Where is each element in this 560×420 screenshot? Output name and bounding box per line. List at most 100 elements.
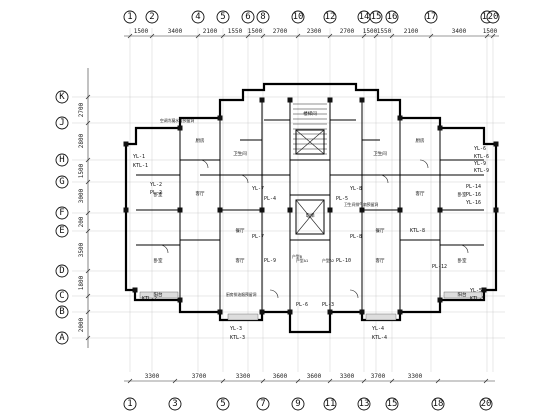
note-5: 户型B [292,254,303,259]
dim-tick [389,378,395,384]
note-4: 户型A2 [322,258,334,263]
axis-bubble-top-8: 8 [256,10,270,24]
column [397,115,403,121]
axis-bubble-bottom-11: 11 [323,397,337,411]
axis-circle [357,397,371,411]
axis-bubble-top-16: 16 [385,10,399,24]
equipment-label-YL-9: YL-9 [474,161,486,167]
axis-circle [323,10,337,24]
axis-circle [55,116,69,130]
axis-circle [168,397,182,411]
column [397,309,403,315]
column [259,207,265,213]
room-label-elevator: 电梯 [306,212,315,219]
axis-circle [55,264,69,278]
axis-bubble-top-10: 10 [291,10,305,24]
dim-tick [361,378,367,384]
top-dim-1: 3400 [168,28,183,35]
dim-tick [172,378,178,384]
axis-circle [216,397,230,411]
left-dim-3: 3000 [78,188,85,203]
equipment-label-YL-4: YL-4 [372,326,384,332]
axis-label: 7 [260,399,265,409]
axis-bubble-top-5: 5 [216,10,230,24]
elevator-cross [295,199,325,235]
column [287,207,293,213]
axis-bubble-top-4: 4 [191,10,205,24]
room-label-kitchen: 厨房 [416,137,425,144]
door-swing [459,244,469,254]
column [493,141,499,147]
axis-circle [323,397,337,411]
room-label-living: 客厅 [376,257,385,264]
room-label-dining: 餐厅 [376,227,385,234]
building-walls [123,82,499,334]
equipment-label-KTL-4: KTL-4 [372,335,387,341]
axis-label: H [59,155,64,165]
top-dim-4: 1500 [248,28,263,35]
dim-tick [260,378,266,384]
left-dim-5: 3500 [78,242,85,257]
room-label-bedroom: 卧室 [458,257,467,264]
dim-tick [85,293,91,299]
axis-circle [55,305,69,319]
equipment-label-YL-6: YL-6 [474,146,486,152]
axis-label: A [59,333,65,343]
equipment-label-YL-8: YL-8 [350,186,362,192]
axis-circle [486,10,500,24]
dim-tick [220,378,226,384]
column [493,207,499,213]
dim-tick [295,33,301,39]
axis-bubble-top-12: 12 [323,10,337,24]
top-dim-2: 2100 [203,28,218,35]
column [359,309,365,315]
left-dim-7: 2000 [78,317,85,332]
room-label-kitchen: 厨房 [196,137,205,144]
axis-circle [241,10,255,24]
axis-label: K [59,92,65,102]
room-label-balcony: 阳台 [458,291,467,298]
column [327,97,333,103]
axis-circle [291,10,305,24]
equipment-label-YL-2: YL-2 [150,182,162,188]
room-label-living: 客厅 [236,257,245,264]
axis-label: 9 [295,399,300,409]
axis-bubble-left-G: G [55,175,69,189]
axis-circle [216,10,230,24]
axis-circle [123,397,137,411]
axis-label: C [59,291,64,301]
dim-tick [327,33,333,39]
axis-circle [191,10,205,24]
top-dim-11: 3400 [452,28,467,35]
axis-label: E [59,226,64,236]
equipment-label-KTL-9: KTL-9 [474,168,489,174]
column [217,207,223,213]
dim-tick [127,33,133,39]
room-label-bedroom: 卧室 [458,191,467,198]
equipment-label-KTL-1: KTL-1 [133,163,148,169]
door-swing [379,174,389,184]
dim-tick [428,33,434,39]
elevator-shaft-upper [295,129,325,155]
dim-tick [490,33,496,39]
equipment-label-YL-16: YL-16 [466,200,481,206]
dim-tick [85,120,91,126]
column [327,207,333,213]
axis-bubble-bottom-13: 13 [357,397,371,411]
axis-bubble-top-20: 20 [486,10,500,24]
axis-label: 15 [371,12,382,22]
axis-label: F [59,208,64,218]
elevator-shaft [295,199,325,235]
axis-label: 6 [245,12,250,22]
column [437,207,443,213]
axis-label: 20 [481,399,492,409]
axis-bubble-bottom-15: 15 [385,397,399,411]
axis-circle [55,289,69,303]
note-1: 卫生间排气扇预留洞 [344,202,378,207]
axis-label: D [59,266,64,276]
